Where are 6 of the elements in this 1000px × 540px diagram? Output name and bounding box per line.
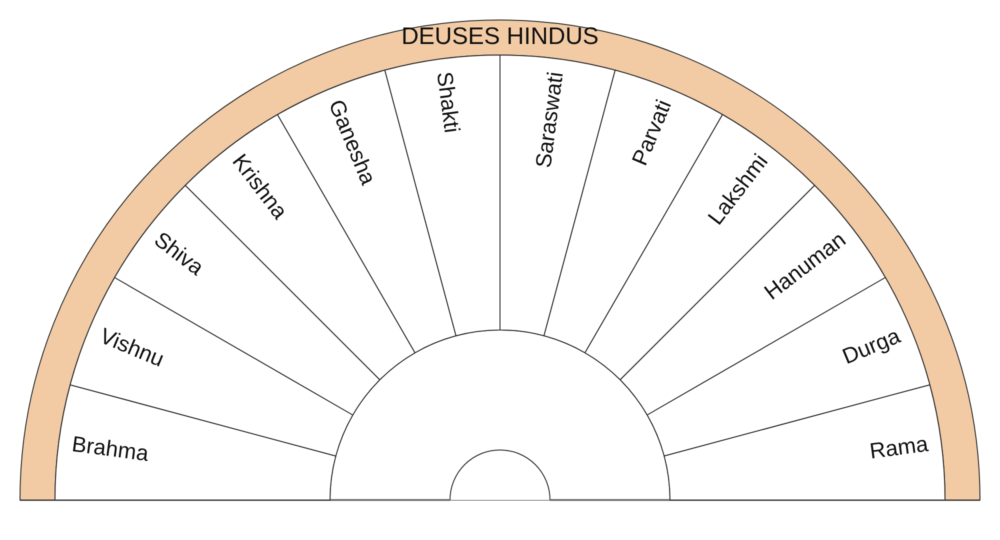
deity-name: Brahma: [70, 432, 150, 466]
band-title: DEUSES HINDUS: [401, 24, 599, 50]
deity-name: Durga: [839, 324, 904, 369]
deity-name: Rama: [868, 432, 930, 464]
deity-name: Saraswati: [532, 70, 568, 170]
deity-name: Shakti: [432, 70, 464, 134]
